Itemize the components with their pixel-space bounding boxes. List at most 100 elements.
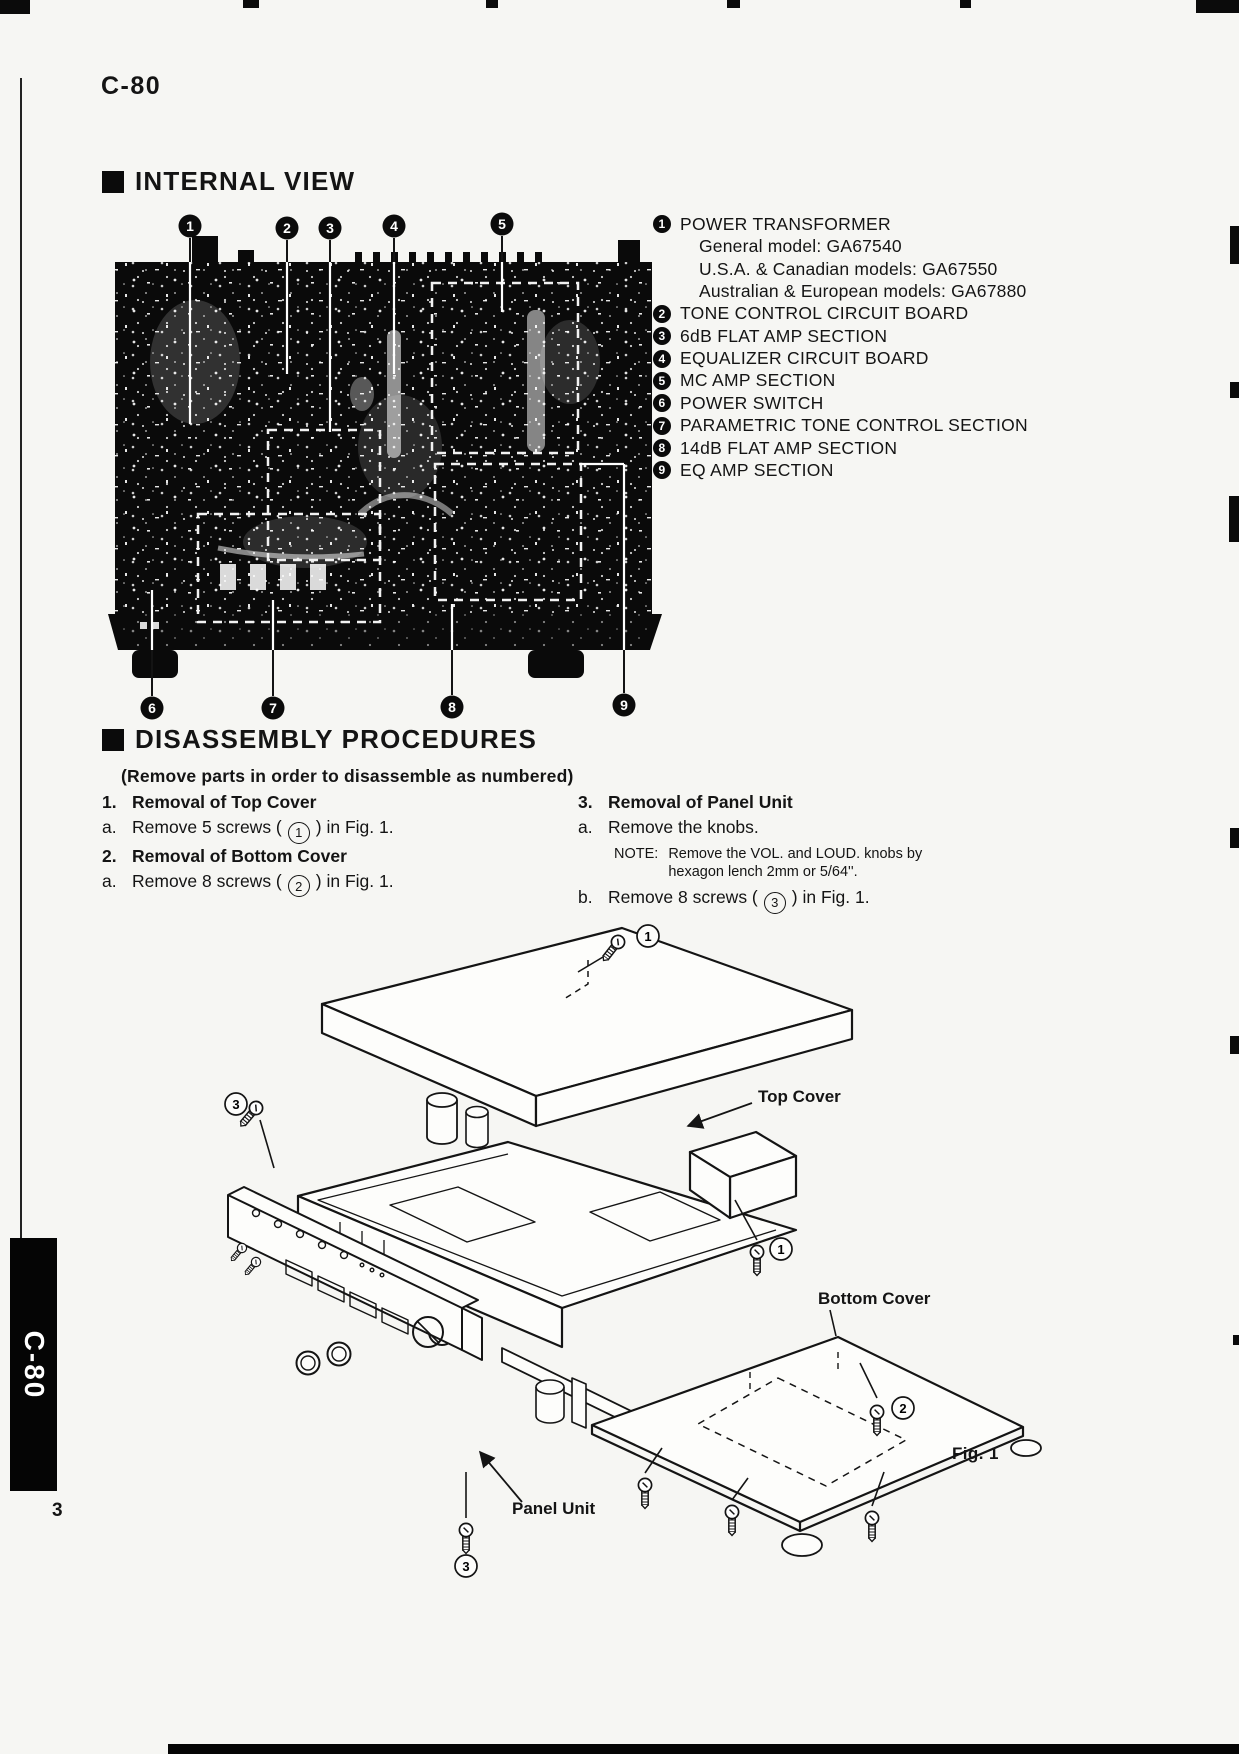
circled-number: 2: [287, 875, 310, 897]
page-bottom-bar: [168, 1744, 1239, 1754]
scan-artifact: [960, 0, 971, 8]
callout-4: 4: [382, 214, 406, 238]
svg-text:6: 6: [148, 700, 156, 716]
screw-num-1b: 1: [769, 1237, 793, 1261]
legend-num-icon: 9: [653, 461, 671, 480]
screw-num-3b: 3: [454, 1554, 478, 1578]
scan-artifact: [486, 0, 498, 8]
svg-text:9: 9: [620, 697, 628, 713]
svg-text:2: 2: [899, 1401, 906, 1416]
scan-artifact: [1229, 496, 1239, 542]
step-note: NOTE: Remove the VOL. and LOUD. knobs by…: [614, 846, 923, 880]
screw-icon: [864, 1510, 880, 1543]
callout-8: 8: [440, 695, 464, 719]
step-heading: 1.Removal of Top Cover: [102, 792, 317, 812]
internal-view-photo: 1 2 3 4 5 6 7 8 9: [108, 212, 662, 720]
step-heading: 3.Removal of Panel Unit: [578, 792, 793, 812]
svg-text:1: 1: [186, 218, 194, 234]
page-number: 3: [52, 1500, 63, 1521]
legend-num-icon: 3: [653, 327, 671, 346]
binding-line: [20, 78, 22, 1238]
section-header-internal-view: INTERNAL VIEW: [102, 166, 355, 197]
disassembly-steps-left: 1.Removal of Top Cover a.Remove 5 screws…: [102, 790, 572, 897]
figure-part-labels: Top Cover Bottom Cover Panel Unit: [512, 1087, 931, 1518]
callout-1: 1: [178, 214, 202, 238]
step-line: b.Remove 8 screws (3) in Fig. 1.: [578, 885, 1048, 914]
section-title: INTERNAL VIEW: [135, 166, 356, 196]
legend-subitem: Australian & European models: GA67880: [699, 281, 1027, 302]
svg-text:2: 2: [283, 220, 291, 236]
circled-number: 1: [287, 821, 310, 844]
section-header-disassembly: DISASSEMBLY PROCEDURES: [102, 724, 537, 755]
disassembly-steps-right: 3.Removal of Panel Unit a.Remove the kno…: [578, 790, 1048, 914]
svg-text:4: 4: [390, 218, 398, 234]
legend-num-icon: 2: [653, 304, 671, 323]
top-cover-drawing: [320, 926, 854, 1128]
scan-artifact: [1230, 226, 1239, 264]
legend-num-icon: 6: [653, 394, 671, 413]
step-line: a.Remove the knobs.: [578, 817, 759, 837]
disassembly-intro: (Remove parts in order to disassemble as…: [121, 766, 574, 786]
panel-unit-arrow: [478, 1450, 523, 1503]
screw-num-2: 2: [891, 1396, 915, 1420]
screw-icon: [749, 1244, 765, 1277]
step-line: a.Remove 5 screws (1) in Fig. 1.: [102, 815, 572, 844]
callout-6: 6: [140, 696, 164, 720]
callout-3: 3: [318, 216, 342, 240]
callout-lines-outer: [151, 236, 625, 696]
figure-screw-numbers: 1 1 2 3 3: [224, 924, 915, 1578]
scan-artifact: [1230, 1036, 1239, 1054]
section-outlines: [196, 281, 583, 624]
side-index-tab: C-80: [10, 1238, 57, 1491]
legend-num-icon: 4: [653, 349, 671, 368]
screw-icon: [724, 1504, 740, 1537]
exploded-view-figure: 1 1 2 3 3 Top Cover Bottom Cover Panel U…: [224, 924, 1042, 1578]
legend-num-icon: 7: [653, 416, 671, 435]
callout-9: 9: [612, 693, 636, 717]
callout-2: 2: [275, 216, 299, 240]
section-title: DISASSEMBLY PROCEDURES: [135, 724, 538, 754]
callout-5: 5: [490, 212, 514, 236]
figure-caption: Fig. 1: [952, 1444, 999, 1463]
svg-text:1: 1: [777, 1242, 784, 1257]
screw-num-1: 1: [636, 924, 660, 948]
callout-lines-inner: [150, 262, 626, 650]
step-heading: 2.Removal of Bottom Cover: [102, 845, 347, 866]
legend-num-icon: 8: [653, 439, 671, 458]
scan-artifact: [1233, 1335, 1239, 1345]
svg-text:3: 3: [462, 1559, 469, 1574]
screw-num-3a: 3: [224, 1092, 248, 1116]
callout-7: 7: [261, 696, 285, 720]
scan-artifact: [1230, 828, 1239, 848]
top-cover-label: Top Cover: [758, 1087, 841, 1106]
svg-text:3: 3: [232, 1097, 239, 1112]
panel-unit-drawing: [227, 1186, 483, 1376]
legend-subitem: U.S.A. & Canadian models: GA67550: [699, 258, 998, 279]
svg-text:7: 7: [269, 700, 277, 716]
chassis-drawing: [296, 1092, 798, 1441]
section-square-icon: [102, 728, 124, 751]
svg-text:1: 1: [644, 929, 651, 944]
small-screw-icon: [241, 1254, 264, 1279]
screw-icon: [637, 1477, 653, 1510]
section-square-icon: [102, 170, 124, 193]
scan-artifact: [727, 0, 740, 8]
svg-text:5: 5: [498, 216, 506, 232]
svg-text:3: 3: [326, 220, 334, 236]
photo-callouts: 1 2 3 4 5 6 7 8 9: [140, 212, 636, 720]
side-tab-label: C-80: [18, 1330, 50, 1399]
chassis-photo-silhouette: [108, 236, 662, 678]
step-line: a.Remove 8 screws (2) in Fig. 1.: [102, 869, 572, 897]
top-cover-arrow: [686, 1102, 753, 1129]
small-screw-icon: [227, 1240, 250, 1265]
legend-subitem: General model: GA67540: [699, 236, 902, 257]
scan-artifact: [243, 0, 259, 8]
